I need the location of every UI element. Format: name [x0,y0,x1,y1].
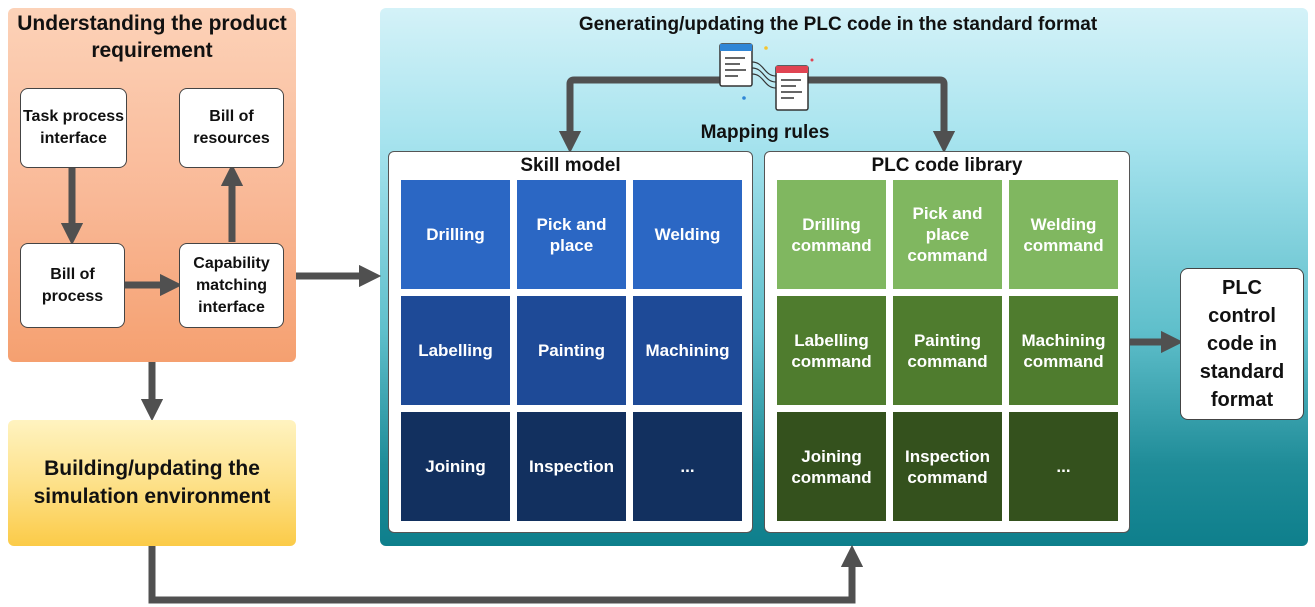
simulation-panel: Building/updating the simulation environ… [8,420,296,546]
task-process-interface-box: Task process interface [20,88,127,168]
arrow-simulation-to-generation [148,544,864,604]
skill-cell: Machining [633,296,742,405]
mapping-rules-label: Mapping rules [700,122,830,143]
skill-model-title: Skill model [520,155,621,176]
plc-output-label: PLC control code in standard format [1199,277,1285,411]
capability-matching-interface-box: Capability matching interface [179,243,284,328]
skill-cell: Drilling [401,180,510,289]
skill-cell: Welding [633,180,742,289]
generation-title: Generating/updating the PLC code in the … [578,14,1098,35]
requirement-title: Understanding the product requirement [17,12,287,62]
plc-command-cell: Pick and place command [893,180,1002,289]
plc-library-title: PLC code library [871,155,1023,176]
plc-command-cell: ... [1009,412,1118,521]
plc-output-box: PLC control code in standard format [1180,268,1304,420]
plc-command-cell: Machining command [1009,296,1118,405]
bill-of-process-box: Bill of process [20,243,125,328]
plc-command-cell: Inspection command [893,412,1002,521]
arrow-mapping-to-library [808,76,956,154]
skill-cell: ... [633,412,742,521]
plc-command-cell: Joining command [777,412,886,521]
mapping-rules-icon [719,43,814,111]
arrow-mapping-to-skill [558,76,724,154]
plc-command-cell: Painting command [893,296,1002,405]
bill-of-resources-box: Bill of resources [179,88,284,168]
plc-command-cell: Welding command [1009,180,1118,289]
skill-cell: Labelling [401,296,510,405]
simulation-label: Building/updating the simulation environ… [33,457,271,508]
skill-cell: Joining [401,412,510,521]
plc-command-cell: Drilling command [777,180,886,289]
skill-cell: Inspection [517,412,626,521]
plc-command-cell: Labelling command [777,296,886,405]
skill-cell: Pick and place [517,180,626,289]
skill-cell: Painting [517,296,626,405]
